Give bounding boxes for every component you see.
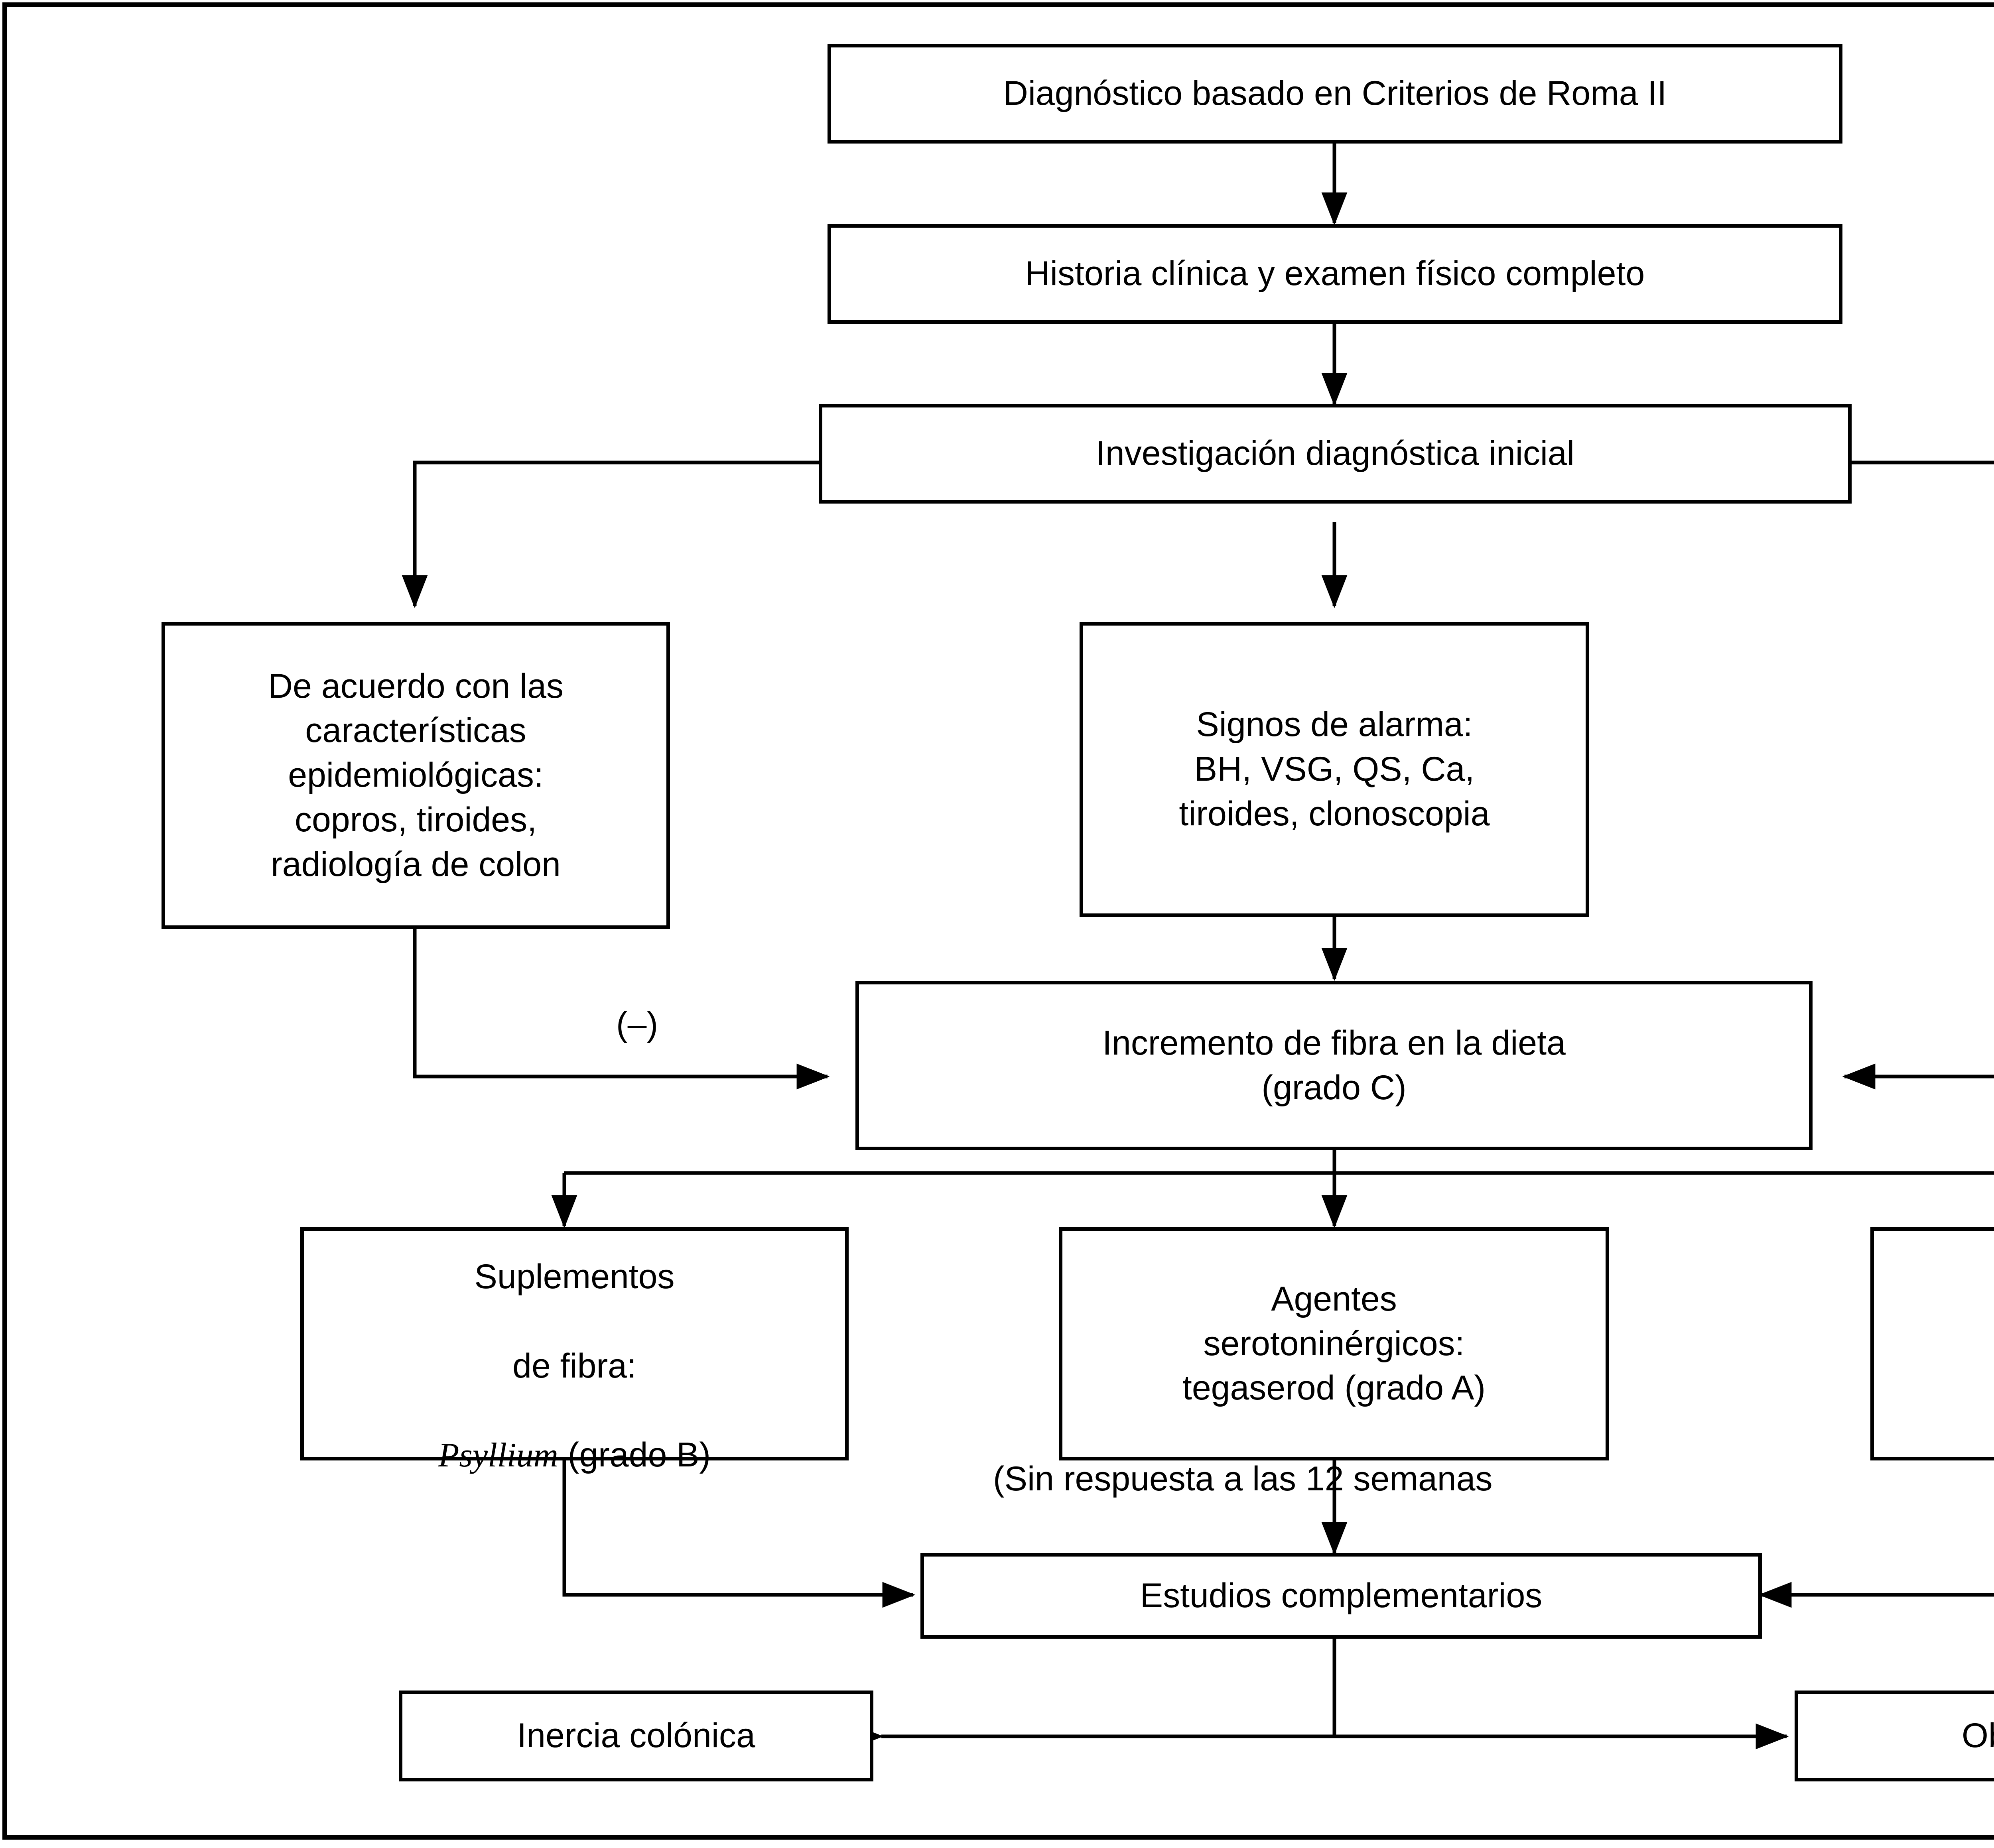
- node-obstruccion-funcional-label: Obstrucción funcional: [1962, 1716, 1994, 1755]
- node-estudios-complementarios[interactable]: Estudios complementarios: [920, 1553, 1762, 1639]
- edge-label-sin-respuesta: (Sin respuesta a las 12 semanas: [993, 1460, 1493, 1498]
- node-caracteristicas-epidemiologicas-label: De acuerdo con las características epide…: [268, 667, 564, 884]
- node-suplementos-de-fibra[interactable]: Suplementos de fibra: Psyllium (grado B): [300, 1227, 849, 1474]
- node-roma-criteria-label: Diagnóstico basado en Criterios de Roma …: [1003, 74, 1667, 113]
- node-historia-clinica[interactable]: Historia clínica y examen físico complet…: [828, 224, 1842, 324]
- node-agentes-serotoninergicos[interactable]: Agentes serotoninérgicos: tegaserod (gra…: [1059, 1227, 1609, 1460]
- node-incremento-fibra-label: Incremento de fibra en la dieta (grado C…: [1102, 1023, 1566, 1107]
- node-historia-clinica-label: Historia clínica y examen físico complet…: [1025, 254, 1645, 293]
- node-investigacion-inicial[interactable]: Investigación diagnóstica inicial: [819, 404, 1852, 504]
- node-agentes-serotoninergicos-label: Agentes serotoninérgicos: tegaserod (gra…: [1182, 1279, 1486, 1407]
- node-obstruccion-funcional[interactable]: Obstrucción funcional: [1795, 1691, 1994, 1781]
- node-inercia-colonica[interactable]: Inercia colónica: [399, 1691, 873, 1781]
- node-caracteristicas-epidemiologicas[interactable]: De acuerdo con las características epide…: [162, 622, 670, 929]
- node-estudios-complementarios-label: Estudios complementarios: [1140, 1576, 1543, 1615]
- suplementos-line-1: Suplementos: [474, 1257, 675, 1296]
- suplementos-grado: (grado B): [558, 1436, 711, 1474]
- suplementos-italic-psyllium: Psyllium: [438, 1436, 558, 1474]
- node-roma-criteria[interactable]: Diagnóstico basado en Criterios de Roma …: [828, 44, 1842, 144]
- node-suplementos-de-fibra-label: Suplementos de fibra: Psyllium (grado B): [438, 1210, 711, 1478]
- node-incremento-fibra[interactable]: Incremento de fibra en la dieta (grado C…: [855, 981, 1813, 1150]
- node-investigacion-inicial-label: Investigación diagnóstica inicial: [1096, 434, 1574, 473]
- node-signos-de-alarma-label: Signos de alarma: BH, VSG, QS, Ca, tiroi…: [1179, 705, 1490, 833]
- node-signos-de-alarma[interactable]: Signos de alarma: BH, VSG, QS, Ca, tiroi…: [1080, 622, 1589, 917]
- edge-label-negativo-izquierda: (–): [616, 1005, 658, 1043]
- node-inercia-colonica-label: Inercia colónica: [517, 1716, 755, 1755]
- node-laxantes-oslomoticos[interactable]: Laxantes oslomóticos: PEG (grado A): [1870, 1227, 1994, 1460]
- suplementos-line-2: de fibra:: [512, 1346, 636, 1385]
